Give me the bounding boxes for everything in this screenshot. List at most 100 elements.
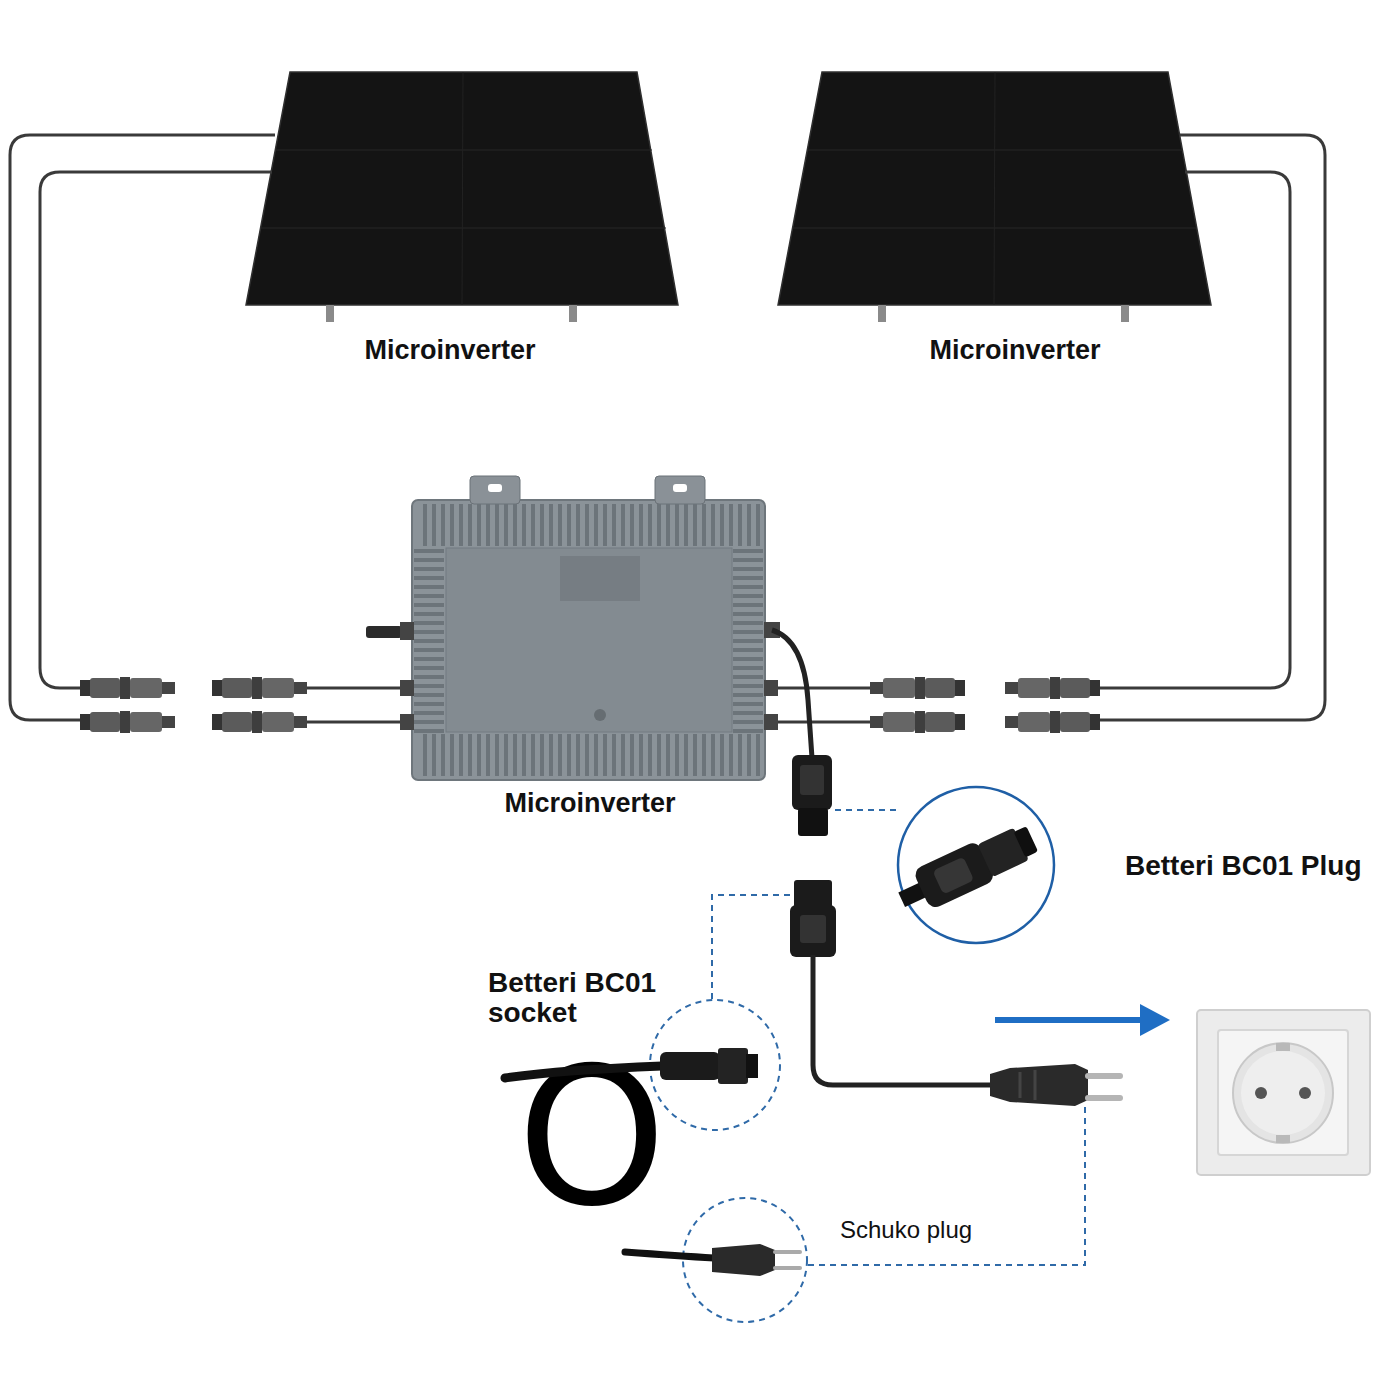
earth-clip [1276, 1135, 1290, 1143]
callout-label: Schuko plug [840, 1215, 1020, 1245]
schuko-plug [990, 1064, 1088, 1106]
node-shape [240, 62, 690, 372]
cooling-fins [733, 546, 763, 734]
panel-grid [462, 72, 463, 305]
direction-arrow [995, 1017, 1142, 1023]
panel-grid [275, 150, 652, 151]
bc01-socket-icon [660, 1052, 720, 1080]
plug-pin [1088, 1095, 1120, 1101]
stray-letter: O [517, 1043, 667, 1233]
mc4-connector [80, 711, 175, 733]
panel-foot [569, 305, 577, 322]
panel-grid [994, 72, 995, 305]
icon-tip [1014, 826, 1039, 857]
box-outline [412, 500, 765, 780]
leader-line [712, 895, 790, 1000]
cable-gland [366, 626, 402, 638]
inverter-label-plate [560, 556, 640, 601]
cable-gland [764, 622, 780, 638]
solar-panel: Microinverter [772, 62, 1222, 372]
callout-outline [683, 1198, 807, 1322]
callout-circle: Schuko plug [680, 1195, 1020, 1335]
dc-cable [1095, 135, 1325, 720]
dc-cable [40, 172, 272, 688]
schuko-plug-icon [712, 1244, 775, 1276]
panel-foot [1121, 305, 1129, 322]
leader-line [835, 809, 900, 811]
inverter-label: Microinverter [390, 787, 790, 819]
mc4-connector [1005, 677, 1100, 699]
mc4-connector [212, 711, 307, 733]
callout-label: Betteri BC01 Plug [1125, 849, 1395, 883]
mc4-connector [212, 677, 307, 699]
icon-cable [898, 881, 928, 906]
screw [594, 709, 606, 721]
dc-cable [766, 687, 875, 690]
icon-grip [932, 857, 974, 895]
mounting-tab [655, 476, 705, 504]
plug-pin [775, 1250, 800, 1254]
tab-hole [488, 484, 502, 492]
callout-label: Betteri BC01 socket [488, 968, 673, 1028]
cooling-fins [418, 734, 760, 776]
icon-body [912, 840, 996, 910]
mc4-connector [870, 711, 965, 733]
node-shape [360, 470, 800, 820]
direction-arrowhead [1140, 1004, 1170, 1036]
dc-cable [300, 687, 412, 690]
bc01-plug-grip [800, 765, 824, 795]
mc4-connector [870, 677, 965, 699]
bc01-plug [792, 755, 832, 810]
ac-cable [772, 630, 812, 758]
earth-clip [1276, 1043, 1290, 1051]
dc-cable [1095, 172, 1290, 688]
cable-gland [400, 680, 414, 696]
cable-gland [400, 622, 414, 640]
mounting-tab [470, 476, 520, 504]
cable-gland [764, 680, 778, 696]
dc-cable [300, 721, 412, 724]
inverter-plate [446, 548, 732, 732]
panel-label: Microinverter [815, 334, 1215, 366]
wall-socket-plate [1218, 1030, 1348, 1155]
panel-foot [878, 305, 886, 322]
cooling-fins [418, 504, 760, 546]
dc-cable [10, 135, 275, 720]
icon-cable [625, 1252, 714, 1258]
bc01-plug-icon [892, 819, 1041, 920]
callout-outline [898, 787, 1054, 943]
bc01-plug-nose [798, 808, 828, 836]
plug-grip [1034, 1070, 1037, 1100]
wall-socket-frame [1197, 1010, 1370, 1175]
panel-grid [261, 228, 666, 229]
bc01-socket-icon [746, 1054, 758, 1078]
bc01-socket [794, 880, 832, 908]
bc01-socket-icon [718, 1048, 748, 1084]
plug-pin [1088, 1073, 1120, 1079]
icon-cable [505, 1066, 662, 1078]
socket-hole [1255, 1087, 1267, 1099]
bc01-socket-grip [800, 915, 826, 943]
panel-outline [246, 72, 678, 305]
wall-socket-cup [1233, 1043, 1333, 1143]
solar-panel: Microinverter [240, 62, 690, 372]
cooling-fins [414, 546, 444, 734]
callout-outline [650, 1000, 780, 1130]
panel-foot [326, 305, 334, 322]
cable-gland [400, 714, 414, 730]
socket-hole [1299, 1087, 1311, 1099]
cable-gland [764, 714, 778, 730]
bc01-socket [790, 905, 836, 957]
panel-grid [793, 228, 1197, 229]
panel-grid [807, 150, 1183, 151]
icon-nut [977, 828, 1028, 878]
plug-grip [1019, 1072, 1022, 1098]
mc4-connector [80, 677, 175, 699]
ac-cable [813, 955, 995, 1085]
node-shape [772, 62, 1222, 372]
tab-hole [673, 484, 687, 492]
panel-outline [778, 72, 1211, 305]
